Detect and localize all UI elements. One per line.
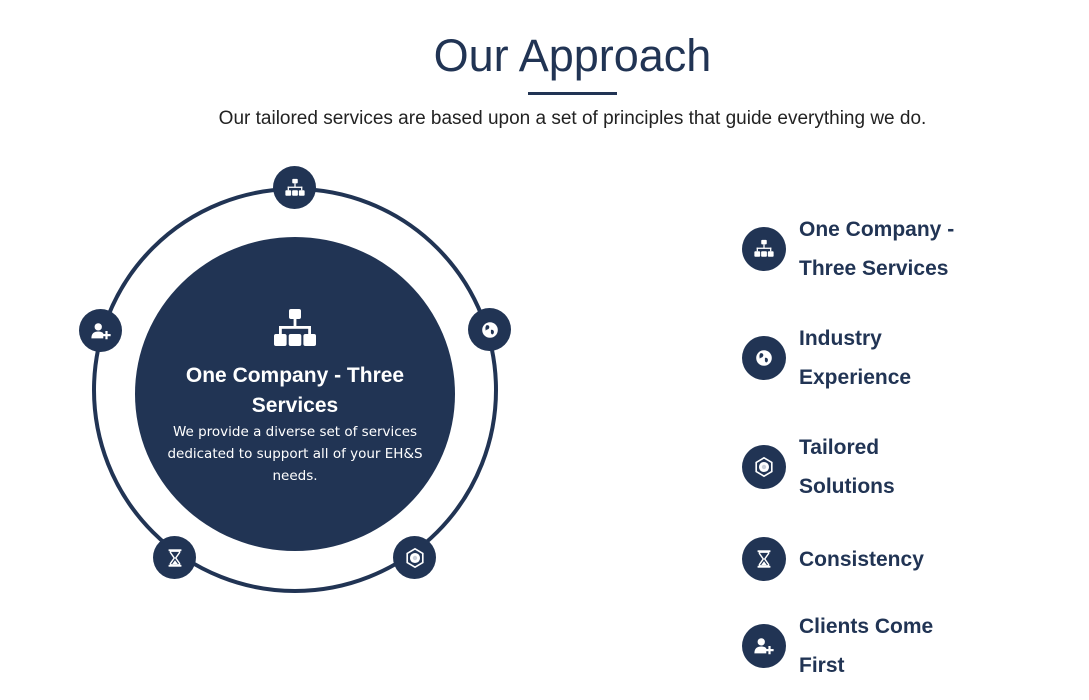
hexagon-gear-icon xyxy=(404,547,426,569)
principle-label: Clients Come First xyxy=(799,615,934,677)
page-subtitle: Our tailored services are based upon a s… xyxy=(218,108,927,129)
user-plus-icon xyxy=(753,635,775,657)
ring-node-tailored-solutions[interactable] xyxy=(393,536,436,579)
principle-label: Industry Experience xyxy=(799,327,912,389)
user-plus-icon xyxy=(90,320,112,342)
principle-item-one-company[interactable]: One Company - Three Services xyxy=(742,210,979,288)
hourglass-icon xyxy=(753,548,775,570)
ring-node-clients-come-first[interactable] xyxy=(79,309,122,352)
principle-item-clients-come-first[interactable]: Clients Come First xyxy=(742,607,949,685)
principle-item-consistency[interactable]: Consistency xyxy=(742,537,979,581)
hourglass-icon xyxy=(164,547,186,569)
principle-label: Tailored Solutions xyxy=(799,436,895,498)
principle-item-tailored-solutions[interactable]: Tailored Solutions xyxy=(742,428,919,506)
principle-icon-badge xyxy=(742,537,786,581)
ring-node-one-company[interactable] xyxy=(273,166,316,209)
active-principle-panel: One Company - Three Services We provide … xyxy=(135,237,455,551)
globe-icon xyxy=(479,319,501,341)
ring-node-industry-experience[interactable] xyxy=(468,308,511,351)
title-underline-divider xyxy=(528,92,617,95)
page-title: Our Approach xyxy=(433,30,712,81)
principle-label: Consistency xyxy=(799,547,924,571)
sitemap-icon xyxy=(267,305,323,353)
principle-icon-badge xyxy=(742,624,786,668)
globe-icon xyxy=(753,347,775,369)
principle-item-industry-experience[interactable]: Industry Experience xyxy=(742,319,919,397)
ring-node-consistency[interactable] xyxy=(153,536,196,579)
principle-label: One Company - Three Services xyxy=(799,218,955,280)
sitemap-icon xyxy=(753,238,775,260)
hexagon-gear-icon xyxy=(753,456,775,478)
sitemap-icon xyxy=(284,177,306,199)
active-principle-description: We provide a diverse set of services ded… xyxy=(167,424,423,484)
principle-icon-badge xyxy=(742,227,786,271)
principle-icon-badge xyxy=(742,445,786,489)
active-principle-title: One Company - Three Services xyxy=(185,364,405,417)
principle-icon-badge xyxy=(742,336,786,380)
